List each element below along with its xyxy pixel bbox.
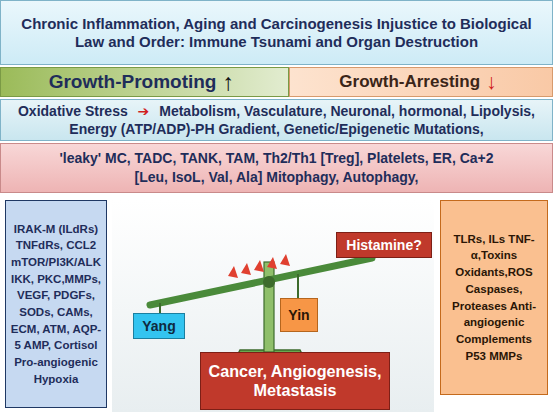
node-label: Growth-Arresting — [339, 72, 480, 92]
direction-arrow: ↑ — [222, 68, 234, 95]
histamine-box: Histamine? — [336, 232, 432, 258]
promoter-list-box: IRAK-M (ILdRs) TNFdRs, CCL2 mTOR/PI3K/AL… — [5, 200, 107, 408]
scale-pivot — [263, 276, 275, 288]
node-label: TLRs, ILs TNF-α,Toxins Oxidants,ROS Casp… — [447, 231, 541, 364]
node-label: Yin — [288, 307, 309, 323]
node-label: Cancer, Angiogenesis, Metastasis — [207, 362, 383, 401]
tilt-markers — [228, 254, 290, 278]
direction-arrow: ➔ — [138, 103, 150, 119]
node-label: Growth-Promoting — [49, 71, 217, 93]
outcome-box: Cancer, Angiogenesis, Metastasis — [200, 352, 390, 410]
cell-band: 'leaky' MC, TADC, TANK, TAM, Th2/Th1 [Tr… — [0, 143, 553, 193]
pan-string — [297, 274, 299, 298]
stress-band: Oxidative Stress ➔ Metabolism, Vasculatu… — [0, 99, 553, 141]
arrest-band: Growth-Arresting ↓ — [289, 67, 553, 97]
node-label: IRAK-M (ILdRs) TNFdRs, CCL2 mTOR/PI3K/AL… — [10, 221, 102, 388]
yin-box: Yin — [280, 298, 318, 332]
arrester-list-box: TLRs, ILs TNF-α,Toxins Oxidants,ROS Casp… — [440, 200, 548, 395]
direction-arrow: ↓ — [486, 70, 497, 94]
yang-box: Yang — [133, 313, 185, 339]
node-label: Yang — [142, 318, 175, 334]
node-label: 'leaky' MC, TADC, TANK, TAM, Th2/Th1 [Tr… — [41, 149, 512, 187]
scale-backdrop — [112, 200, 434, 412]
promote-band: Growth-Promoting↑ — [0, 67, 289, 97]
node-label: Oxidative Stress — [18, 103, 128, 119]
node-label: Chronic Inflammation, Aging and Carcinog… — [5, 15, 548, 51]
scale-beam — [150, 258, 372, 305]
node-label: Histamine? — [346, 237, 421, 253]
title-band: Chronic Inflammation, Aging and Carcinog… — [0, 0, 553, 65]
